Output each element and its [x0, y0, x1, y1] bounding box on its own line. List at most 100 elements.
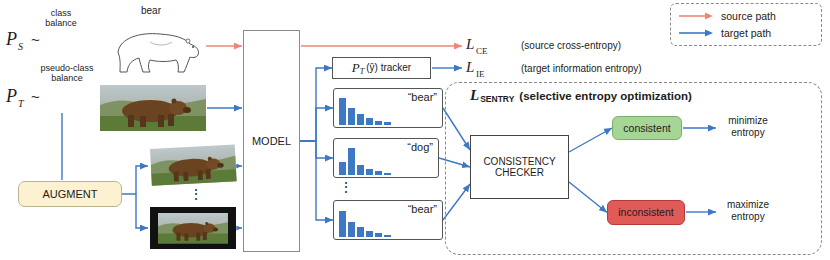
augment-box: AUGMENT [18, 181, 122, 207]
label-slot: IE [476, 69, 485, 79]
node-text: “bear” [408, 203, 437, 216]
augmented-photo [150, 145, 237, 186]
histogram-bar [384, 235, 391, 237]
annotation: L [466, 36, 474, 53]
histogram-bar [348, 108, 355, 125]
illustration-part [237, 227, 242, 228]
annotation: bear [141, 5, 161, 17]
illustration-part [432, 67, 462, 68]
histogram-bar [375, 233, 382, 237]
illustration-part [186, 39, 190, 43]
label-slot: L [466, 59, 474, 76]
annotation: pseudo-class balance [36, 63, 98, 84]
histogram-bar [366, 169, 373, 175]
swatch-head [705, 30, 713, 37]
swatch-line [679, 32, 706, 34]
annotation: ⋮ [339, 179, 353, 195]
histogram-box: “dog” [333, 138, 439, 178]
histogram-bar [339, 98, 346, 125]
annotation: (source cross-entropy) [521, 40, 621, 52]
illustration-part [683, 127, 716, 128]
node-text: MODEL [252, 135, 291, 148]
node-text: “dog” [407, 141, 433, 154]
histogram-bar [357, 114, 364, 125]
node-text: consistent [623, 122, 670, 134]
histogram-bar [384, 122, 391, 125]
annotation: ~ [31, 88, 40, 105]
legend-entry: source path [679, 10, 813, 22]
connector [300, 68, 332, 141]
legend-swatch [679, 12, 713, 20]
label-slot: class balance [38, 8, 84, 29]
illustration-part [192, 46, 194, 48]
illustration-part [207, 107, 242, 108]
annotation: L [466, 59, 474, 76]
illustration-part [206, 45, 242, 47]
annotation: IE [476, 69, 485, 79]
node-text: AUGMENT [43, 188, 98, 201]
label-slot: minimize entropy [720, 115, 776, 138]
label-slot: (target information entropy) [521, 63, 642, 75]
node-text: (selective entropy optimization) [519, 90, 692, 103]
illustration-part [301, 45, 462, 47]
annotation: S [18, 41, 23, 53]
label-slot: bear [141, 5, 161, 17]
label-slot: P [6, 29, 17, 50]
histogram-bar [348, 148, 355, 175]
annotation: P [6, 29, 17, 50]
label-slot: ~ [31, 31, 40, 48]
annotation: maximize entropy [720, 199, 776, 222]
selective-entropy-region: LSENTRY(selective entropy optimization)C… [445, 82, 822, 255]
illustration-part [686, 211, 716, 212]
legend-entry: target path [679, 27, 813, 39]
node-text: CONSISTENCY CHECKER [478, 156, 561, 179]
augmented-frame [150, 207, 236, 249]
tracker-box: PT(ŷ) tracker [332, 57, 431, 79]
consistency-checker-box: CONSISTENCY CHECKER [470, 135, 569, 199]
label-slot: maximize entropy [720, 199, 776, 222]
histogram-bar [366, 118, 373, 125]
histogram-bar [357, 165, 364, 175]
node-text: “bear” [408, 91, 437, 104]
label-slot: T [18, 98, 24, 110]
node-text: inconsistent [618, 206, 673, 218]
histogram-bar [357, 227, 364, 237]
illustration-part [118, 34, 199, 72]
label-slot: P [6, 86, 17, 107]
label-slot: S [18, 41, 23, 53]
connector [569, 182, 607, 213]
consistent-box: consistent [612, 116, 682, 140]
histogram-bars [339, 145, 399, 175]
illustration-part [236, 165, 242, 166]
legend-text: target path [721, 27, 771, 39]
connector [443, 184, 470, 220]
inconsistent-box: inconsistent [607, 200, 685, 225]
annotation: CE [476, 46, 488, 56]
bear-sketch [118, 34, 199, 72]
legend-swatch [679, 29, 713, 37]
label-slot: CE [476, 46, 488, 56]
annotation: class balance [38, 8, 84, 29]
node-text: T [360, 67, 364, 76]
label-slot: ⋮ [339, 179, 353, 195]
histogram-bars [339, 207, 399, 237]
illustration-part [150, 42, 172, 45]
annotation: (target information entropy) [521, 63, 642, 75]
histogram-bar [348, 222, 355, 237]
annotation: ⋮ [189, 186, 203, 202]
histogram-bar [384, 173, 391, 175]
histogram-box: “bear” [333, 200, 443, 240]
node-text: L [470, 87, 479, 104]
model-box: MODEL [243, 30, 300, 252]
connector [443, 108, 470, 150]
augmented-photo [158, 213, 228, 243]
label-slot: (source cross-entropy) [521, 40, 621, 52]
histogram-bar [339, 211, 346, 237]
node-text: P [352, 61, 360, 76]
annotation: T [18, 98, 24, 110]
label-slot: ⋮ [189, 186, 203, 202]
connector [569, 128, 612, 152]
bear-photo [100, 85, 206, 131]
connector [300, 108, 333, 141]
